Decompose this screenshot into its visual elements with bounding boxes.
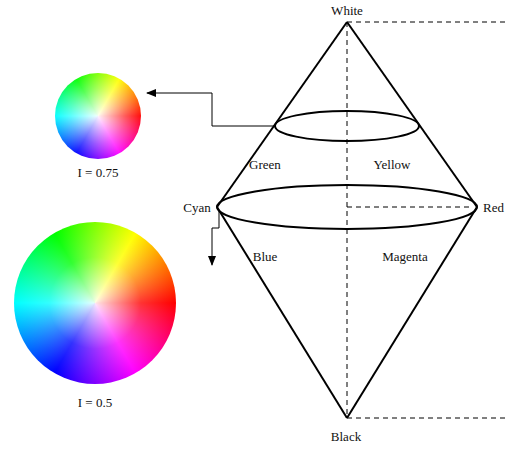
leader-arrows — [147, 93, 275, 265]
color-label: White — [331, 4, 363, 17]
color-label: I = 0.75 — [78, 166, 119, 179]
color-label: Black — [331, 430, 361, 443]
color-label: Green — [249, 158, 281, 171]
double-cone — [217, 22, 477, 418]
color-wheel — [14, 222, 176, 384]
color-label: Cyan — [183, 201, 210, 214]
color-label: I = 0.5 — [78, 396, 112, 409]
color-label: Magenta — [382, 250, 427, 263]
color-label: Yellow — [374, 158, 411, 171]
axis-lines — [347, 22, 509, 418]
color-wheel — [55, 73, 141, 159]
color-label: Blue — [253, 250, 278, 263]
color-label: Red — [483, 201, 504, 214]
